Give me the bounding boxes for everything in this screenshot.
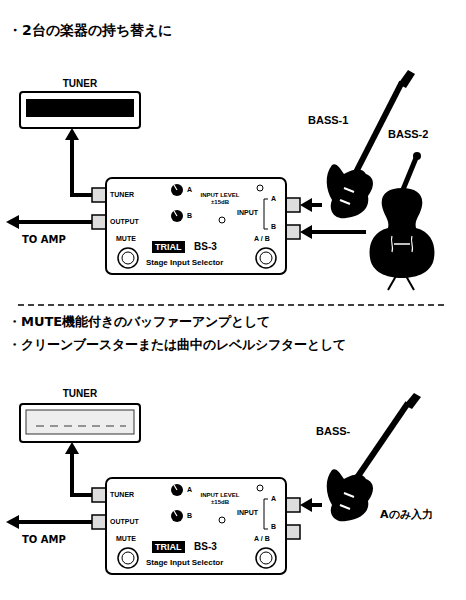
connector-line (312, 203, 322, 207)
device-heading: TUNER (20, 388, 140, 400)
instrument-node: BASS- (322, 395, 422, 520)
knob-label: A (187, 186, 192, 194)
connector-line (72, 454, 92, 495)
connector-line (312, 503, 322, 507)
pedal-box: TUNEROUTPUTAINPUT LEVEL ±15dBBINPUTABMUT… (92, 178, 300, 274)
jack-label: OUTPUT (110, 218, 139, 226)
jack-label: OUTPUT (110, 518, 139, 526)
jack-label: B (271, 223, 276, 231)
switch-label: MUTE (116, 535, 136, 543)
pedal-body (92, 478, 300, 574)
input-note: Aのみ入力 (380, 508, 433, 521)
jack-label: INPUT (237, 209, 258, 217)
bass-guitar (327, 393, 421, 521)
jack-label: A (271, 195, 276, 203)
arrow-head (300, 198, 312, 212)
instrument-label: BASS-2 (388, 128, 428, 141)
model-name: BS-3 (194, 541, 217, 553)
output-arrow (6, 515, 92, 529)
signal-arrow (300, 198, 322, 212)
tuner-body (20, 92, 140, 128)
arrow-head (300, 498, 312, 512)
connector-line (72, 140, 92, 195)
switch-label: A / B (254, 535, 270, 543)
knob-label: B (187, 512, 192, 520)
signal-arrow (65, 128, 92, 195)
instrument-node: BASS-1 (322, 70, 412, 220)
arrow-head (65, 442, 79, 454)
section-heading: ・2台の楽器の持ち替えに (8, 22, 172, 39)
jack-label: TUNER (110, 191, 134, 199)
pedal-body (92, 178, 300, 274)
output-arrow (6, 215, 92, 229)
jack-label: INPUT (237, 509, 258, 517)
section-heading: ・クリーンブースターまたは曲中のレベルシフターとして (8, 337, 346, 353)
instrument-node: BASS-2 (366, 150, 438, 290)
tuner-box: TUNER (20, 388, 140, 442)
level-label: INPUT LEVEL ±15dB (195, 492, 245, 506)
jack-label: TUNER (110, 491, 134, 499)
tuner-box: TUNER (20, 78, 140, 128)
section-heading: ・MUTE機能付きのバッファーアンプとして (8, 314, 270, 330)
output-label: TO AMP (22, 534, 66, 546)
tuner-body (20, 404, 140, 442)
arrow-head (300, 225, 312, 239)
jack-label: A (271, 495, 276, 503)
knob-label: B (187, 212, 192, 220)
signal-arrow (65, 442, 92, 495)
switch-label: MUTE (116, 235, 136, 243)
brand-logo: TRIAL (152, 241, 185, 253)
knob-label: A (187, 486, 192, 494)
connector-line (312, 230, 366, 234)
device-heading: TUNER (20, 78, 140, 90)
instrument-label: BASS-1 (308, 114, 348, 127)
signal-arrow (300, 225, 366, 239)
model-name: BS-3 (194, 241, 217, 253)
product-name: Stage Input Selector (146, 258, 223, 267)
product-name: Stage Input Selector (146, 558, 223, 567)
jack-label: B (271, 523, 276, 531)
pedal-box: TUNEROUTPUTAINPUT LEVEL ±15dBBINPUTABMUT… (92, 478, 300, 574)
signal-arrow (300, 498, 322, 512)
instrument-label: BASS- (316, 425, 350, 438)
output-label: TO AMP (22, 234, 66, 246)
level-label: INPUT LEVEL ±15dB (195, 192, 245, 206)
arrow-head (65, 128, 79, 140)
brand-logo: TRIAL (152, 541, 185, 553)
upright-bass (370, 152, 435, 290)
switch-label: A / B (254, 235, 270, 243)
separator (18, 304, 448, 306)
